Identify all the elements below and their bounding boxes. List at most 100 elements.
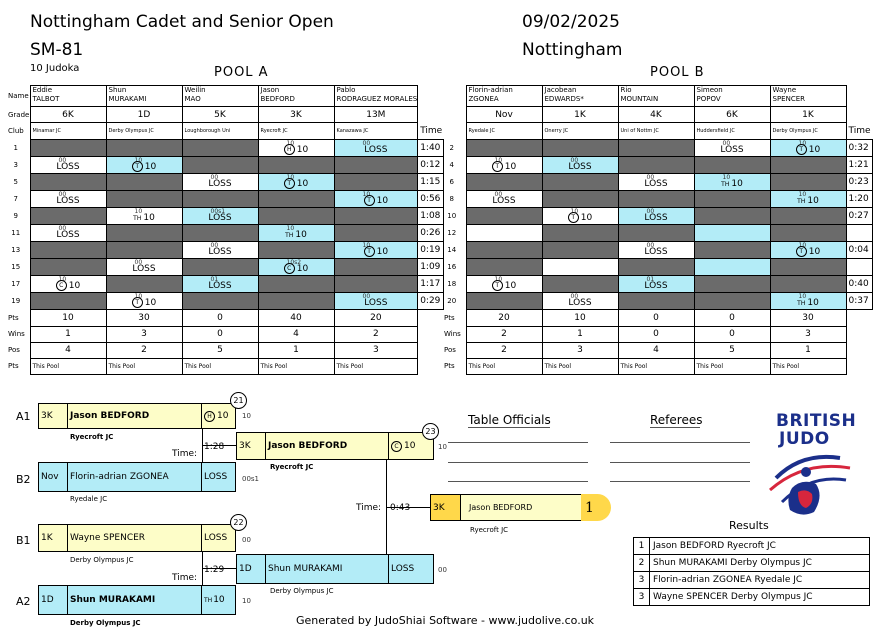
match-cell[interactable] xyxy=(769,173,847,191)
match-cell[interactable] xyxy=(29,207,107,225)
match-cell[interactable] xyxy=(29,258,107,276)
match-cell[interactable] xyxy=(465,173,543,191)
match-cell[interactable] xyxy=(257,292,335,310)
match-cell[interactable] xyxy=(693,241,771,259)
match-cell[interactable] xyxy=(769,275,847,293)
match-cell[interactable] xyxy=(617,190,695,208)
match-cell[interactable] xyxy=(333,224,419,242)
match-cell[interactable] xyxy=(465,292,543,310)
match-cell[interactable] xyxy=(181,190,259,208)
b2-box[interactable]: Nov Florin-adrian ZGONEA LOSS xyxy=(38,462,236,492)
match-cell[interactable] xyxy=(465,224,543,242)
match-cell[interactable] xyxy=(541,275,619,293)
match-cell[interactable] xyxy=(693,275,771,293)
match-cell[interactable] xyxy=(617,258,695,276)
match-cell[interactable] xyxy=(105,139,183,157)
match-cell[interactable] xyxy=(693,190,771,208)
match-cell[interactable] xyxy=(105,173,183,191)
match-cell[interactable] xyxy=(617,156,695,174)
match-cell[interactable] xyxy=(257,241,335,259)
winner-box[interactable]: 3K Jason BEDFORD xyxy=(430,494,582,521)
match-cell[interactable] xyxy=(617,139,695,157)
match-cell[interactable] xyxy=(541,139,619,157)
match-cell[interactable] xyxy=(769,258,847,276)
match-cell[interactable] xyxy=(29,139,107,157)
match-cell[interactable] xyxy=(465,207,543,225)
match-cell[interactable] xyxy=(257,156,335,174)
match-cell[interactable] xyxy=(181,224,259,242)
b1-box[interactable]: 1K Wayne SPENCER LOSS xyxy=(38,524,236,552)
match-cell[interactable] xyxy=(541,173,619,191)
match-cell[interactable] xyxy=(29,173,107,191)
match-cell[interactable] xyxy=(769,156,847,174)
match-cell[interactable] xyxy=(105,190,183,208)
match-cell[interactable] xyxy=(465,241,543,259)
match-cell[interactable] xyxy=(105,241,183,259)
match-cell[interactable] xyxy=(181,139,259,157)
match-cell[interactable] xyxy=(693,207,771,225)
match-cell[interactable] xyxy=(617,224,695,242)
match-cell[interactable] xyxy=(105,275,183,293)
match-cell[interactable] xyxy=(693,258,771,276)
match-cell[interactable] xyxy=(541,224,619,242)
match-cell[interactable] xyxy=(257,275,335,293)
match-cell[interactable] xyxy=(541,258,619,276)
match-cell[interactable] xyxy=(693,224,771,242)
match-cell[interactable] xyxy=(257,190,335,208)
semi2-box[interactable]: 1D Shun MURAKAMI LOSS xyxy=(236,554,434,584)
match-cell[interactable] xyxy=(181,258,259,276)
match-cell[interactable] xyxy=(181,156,259,174)
match-cell[interactable] xyxy=(29,292,107,310)
match-cell[interactable] xyxy=(333,207,419,225)
match-cell[interactable] xyxy=(465,139,543,157)
match-cell[interactable] xyxy=(693,292,771,310)
match-cell[interactable] xyxy=(333,173,419,191)
match-cell[interactable] xyxy=(769,224,847,242)
match-cell[interactable] xyxy=(105,224,183,242)
match-cell[interactable] xyxy=(29,241,107,259)
match-cell[interactable] xyxy=(769,207,847,225)
